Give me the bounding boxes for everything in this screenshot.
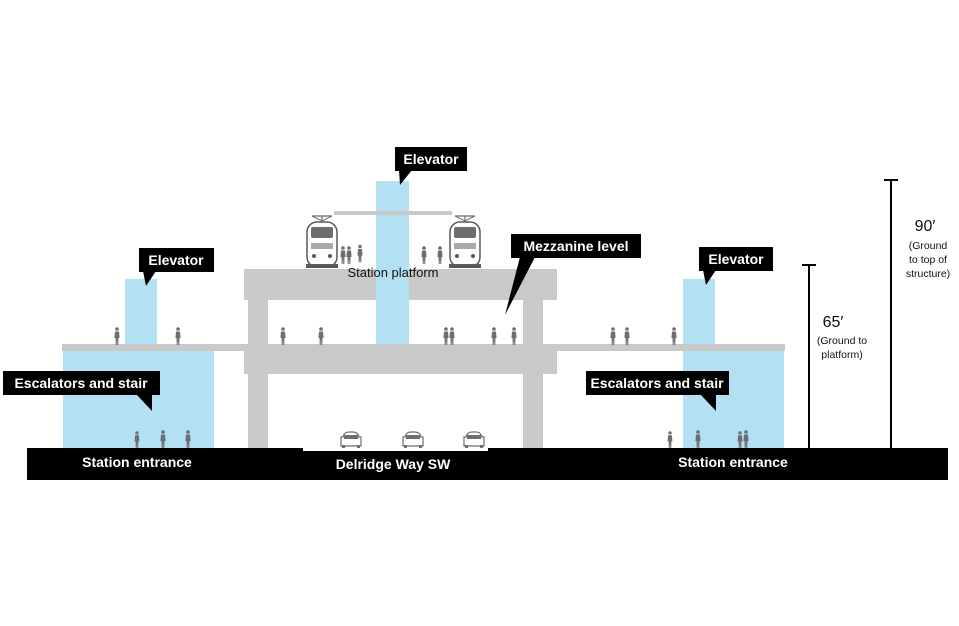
person-icon xyxy=(280,327,286,345)
station-entrance-right-label: Station entrance xyxy=(678,454,788,470)
right-elevator-shaft xyxy=(683,279,715,345)
callout-escalators-right: Escalators and stair xyxy=(586,371,729,411)
dimension-structure xyxy=(884,179,898,448)
car-icon xyxy=(463,431,485,448)
person-icon xyxy=(491,327,497,345)
dimension-platform-value: 65′ xyxy=(823,314,844,331)
car-icon xyxy=(402,431,424,448)
right-entrance-glass xyxy=(683,349,784,448)
person-icon xyxy=(624,327,630,345)
person-icon xyxy=(340,246,346,264)
person-icon xyxy=(610,327,616,345)
person-icon xyxy=(175,327,181,345)
svg-text:Elevator: Elevator xyxy=(403,151,459,167)
callout-elevator-right: Elevator xyxy=(699,247,773,285)
station-entrance-left-label: Station entrance xyxy=(82,454,192,470)
center-elevator-shaft xyxy=(376,181,409,344)
callout-elevator-left: Elevator xyxy=(139,248,214,286)
right-walkway xyxy=(543,344,785,351)
person-icon xyxy=(671,327,677,345)
svg-text:Mezzanine level: Mezzanine level xyxy=(523,238,628,254)
train-icon xyxy=(306,215,338,268)
callout-mezzanine: Mezzanine level xyxy=(505,234,641,315)
dimension-structure-line1: (Ground xyxy=(909,240,948,252)
person-icon xyxy=(511,327,517,345)
callout-elevator-center: Elevator xyxy=(395,147,467,185)
street-label: Delridge Way SW xyxy=(336,456,451,472)
svg-text:Elevator: Elevator xyxy=(148,252,204,268)
dimension-platform xyxy=(802,264,816,448)
lower-crossbeam xyxy=(244,344,557,374)
dimension-structure-line3: structure) xyxy=(906,268,950,280)
road-surface xyxy=(303,448,488,451)
station-platform-label: Station platform xyxy=(347,265,438,280)
callout-escalators-left: Escalators and stair xyxy=(3,371,160,411)
svg-text:Escalators and stair: Escalators and stair xyxy=(14,375,148,391)
person-icon xyxy=(443,327,449,345)
person-icon xyxy=(346,246,352,264)
car-icon xyxy=(340,431,362,448)
left-walkway xyxy=(62,344,248,351)
left-elevator-shaft xyxy=(125,279,157,345)
svg-text:Elevator: Elevator xyxy=(708,251,764,267)
person-icon xyxy=(421,246,427,264)
person-icon xyxy=(437,246,443,264)
train-icon xyxy=(449,215,481,268)
person-icon xyxy=(667,431,673,448)
platform-canopy xyxy=(334,211,452,215)
dimension-structure-line2: to top of xyxy=(909,254,947,266)
ground-bar xyxy=(27,448,948,480)
svg-text:Escalators and stair: Escalators and stair xyxy=(590,375,724,391)
dimension-structure-value: 90′ xyxy=(915,218,936,235)
dimension-platform-line1: (Ground to xyxy=(817,335,867,347)
dimension-platform-line2: platform) xyxy=(821,349,862,361)
person-icon xyxy=(114,327,120,345)
person-icon xyxy=(449,327,455,345)
person-icon xyxy=(357,244,363,263)
person-icon xyxy=(318,327,324,345)
